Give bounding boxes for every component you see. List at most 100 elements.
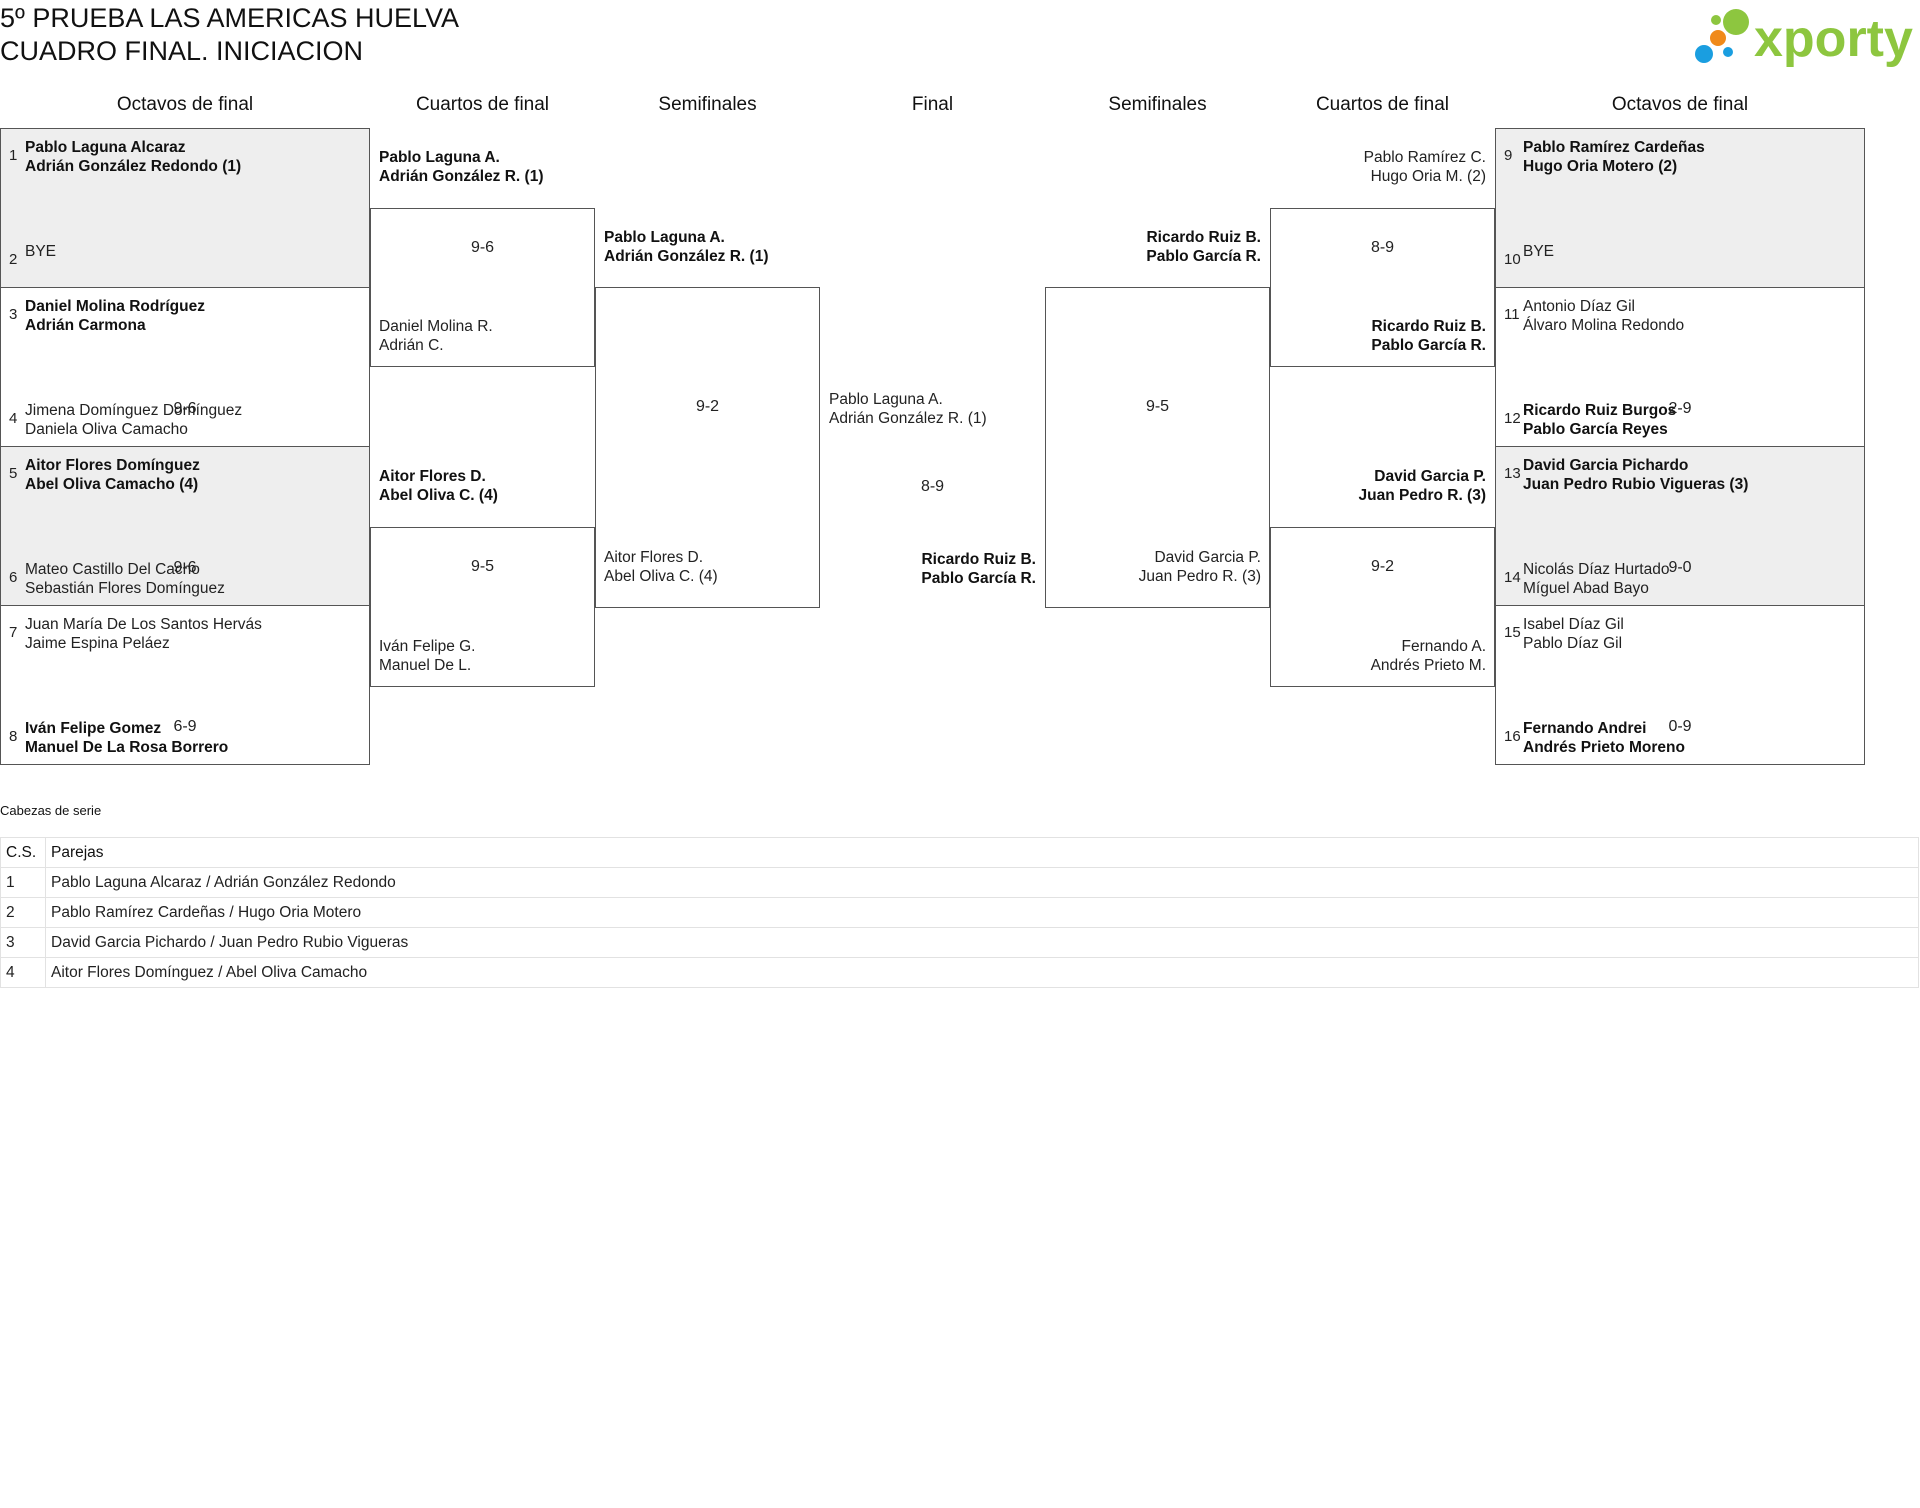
pair-player-1: Pablo Ramírez Cardeñas xyxy=(1523,139,1705,156)
seed-number: 7 xyxy=(9,624,18,641)
round-header-semis-right: Semifinales xyxy=(1108,94,1207,115)
pair-player-1: Antonio Díaz Gil xyxy=(1523,298,1635,315)
octavos-match-box xyxy=(0,446,370,606)
seed-number: 3 xyxy=(9,306,18,323)
seed-number: 1 xyxy=(9,147,18,164)
pair-player-2: Juan Pedro R. (3) xyxy=(1138,568,1261,585)
pair-player-1: Pablo Laguna A. xyxy=(829,391,943,408)
pair-player-2: Adrián González R. (1) xyxy=(829,410,987,427)
pair-player-1: Fernando A. xyxy=(1401,638,1486,655)
seed-number: 14 xyxy=(1504,569,1521,586)
pair-player-1: Aitor Flores D. xyxy=(604,549,704,566)
octavos-match-box xyxy=(1495,446,1865,606)
xporty-logo[interactable]: xporty xyxy=(1690,2,1920,72)
match-score: 9-5 xyxy=(1145,398,1170,415)
pair-player-2: Manuel De La Rosa Borrero xyxy=(25,739,229,756)
pair-player-2: Andrés Prieto M. xyxy=(1370,657,1486,674)
octavos-match-box xyxy=(0,128,370,288)
seed-number: 11 xyxy=(1504,306,1520,323)
pair-player-2: Abel Oliva C. (4) xyxy=(604,568,718,585)
seed-number: 9 xyxy=(1504,147,1513,164)
seed-number: 3 xyxy=(0,927,46,958)
pair-player-1: Ricardo Ruiz B. xyxy=(1371,318,1486,335)
pair-player-2: Adrián C. xyxy=(379,337,444,354)
seeds-caption: Cabezas de serie xyxy=(0,803,102,818)
seeds-header-row: C.S. Parejas xyxy=(0,837,1919,868)
seeds-col-parejas: Parejas xyxy=(45,837,1919,868)
pair-player-1: David Garcia P. xyxy=(1154,549,1261,566)
pair-player-2: Manuel De L. xyxy=(379,657,472,674)
match-score: 9-6 xyxy=(173,400,197,417)
seed-number: 10 xyxy=(1504,251,1521,268)
octavos-match-box xyxy=(0,605,370,765)
seed-number: 13 xyxy=(1504,465,1521,482)
pair-player-1: Jimena Domínguez Domínguez xyxy=(25,402,243,419)
pair-player-2: Adrián González R. (1) xyxy=(604,248,769,265)
table-row: 3 David Garcia Pichardo / Juan Pedro Rub… xyxy=(0,927,1919,958)
pair-player-2: Pablo García Reyes xyxy=(1523,421,1668,438)
match-score: 8-9 xyxy=(920,478,945,495)
pair-player-1: Iván Felipe Gomez xyxy=(25,720,162,737)
pair-player-2: Adrián González R. (1) xyxy=(379,168,544,185)
pair-player-1: BYE xyxy=(25,243,57,260)
pair-player-1: Pablo Laguna A. xyxy=(379,149,500,166)
round-header-cuartos-right: Cuartos de final xyxy=(1315,94,1450,115)
match-score: 9-2 xyxy=(1370,558,1395,575)
pair-player-2: Adrián González Redondo (1) xyxy=(25,158,242,175)
table-row: 1 Pablo Laguna Alcaraz / Adrián González… xyxy=(0,867,1919,898)
pair-player-1: David Garcia Pichardo xyxy=(1523,457,1689,474)
pair-player-1: Pablo Laguna A. xyxy=(604,229,725,246)
pair-player-2: Míguel Abad Bayo xyxy=(1523,580,1649,597)
pair-player-2: Pablo Díaz Gil xyxy=(1523,635,1623,652)
pair-player-2: Pablo García R. xyxy=(1371,337,1486,354)
draw-name: CUADRO FINAL. INICIACION xyxy=(0,36,364,66)
pair-player-1: Daniel Molina Rodríguez xyxy=(25,298,205,315)
xporty-logo-mark: xporty xyxy=(1695,9,1913,68)
pair-player-2: Pablo García R. xyxy=(921,570,1036,587)
octavos-match-box xyxy=(1495,287,1865,447)
semis-match-box xyxy=(1045,287,1270,608)
match-score: 0-9 xyxy=(1668,718,1692,735)
table-row: 2 Pablo Ramírez Cardeñas / Hugo Oria Mot… xyxy=(0,897,1919,928)
round-header-octavos-right: Octavos de final xyxy=(1611,94,1749,115)
pair-player-1: Mateo Castillo Del Cacho xyxy=(25,561,200,578)
pair-player-1: Isabel Díaz Gil xyxy=(1523,616,1624,633)
semis-match-box xyxy=(595,287,820,608)
pair-player-2: Juan Pedro R. (3) xyxy=(1358,487,1486,504)
match-score: 2-9 xyxy=(1668,400,1692,417)
seed-number: 4 xyxy=(0,957,46,988)
seed-pair: David Garcia Pichardo / Juan Pedro Rubio… xyxy=(45,927,1919,958)
seed-number: 12 xyxy=(1504,410,1521,427)
seed-number: 5 xyxy=(9,465,18,482)
octavos-match-box xyxy=(1495,605,1865,765)
match-score: 9-6 xyxy=(470,239,495,256)
seed-number: 16 xyxy=(1504,728,1521,745)
pair-player-1: Ricardo Ruiz Burgos xyxy=(1523,402,1677,419)
seed-number: 8 xyxy=(9,728,18,745)
pair-player-1: Iván Felipe G. xyxy=(379,638,476,655)
match-score: 6-9 xyxy=(173,718,197,735)
pair-player-2: Daniela Oliva Camacho xyxy=(25,421,188,438)
seed-number: 4 xyxy=(9,410,18,427)
octavos-match-box xyxy=(1495,128,1865,288)
cuartos-match-box xyxy=(370,208,595,367)
seed-number: 6 xyxy=(9,569,18,586)
pair-player-1: Pablo Laguna Alcaraz xyxy=(25,139,186,156)
seed-pair: Pablo Ramírez Cardeñas / Hugo Oria Moter… xyxy=(45,897,1919,928)
seed-number: 15 xyxy=(1504,624,1521,641)
seed-number: 2 xyxy=(0,897,46,928)
pair-player-1: Daniel Molina R. xyxy=(379,318,493,335)
seeds-col-cs: C.S. xyxy=(0,837,46,868)
match-score: 9-6 xyxy=(173,559,197,576)
seed-pair: Aitor Flores Domínguez / Abel Oliva Cama… xyxy=(45,957,1919,988)
pair-player-1: BYE xyxy=(1523,243,1555,260)
pair-player-2: Adrián Carmona xyxy=(25,317,146,334)
pair-player-2: Andrés Prieto Moreno xyxy=(1523,739,1685,756)
pair-player-1: David Garcia P. xyxy=(1374,468,1486,485)
pair-player-1: Ricardo Ruiz B. xyxy=(921,551,1036,568)
round-header-final: Final xyxy=(911,94,954,115)
pair-player-1: Juan María De Los Santos Hervás xyxy=(25,616,262,633)
pair-player-2: Hugo Oria M. (2) xyxy=(1370,168,1486,185)
pair-player-1: Aitor Flores Domínguez xyxy=(25,457,200,474)
seed-pair: Pablo Laguna Alcaraz / Adrián González R… xyxy=(45,867,1919,898)
